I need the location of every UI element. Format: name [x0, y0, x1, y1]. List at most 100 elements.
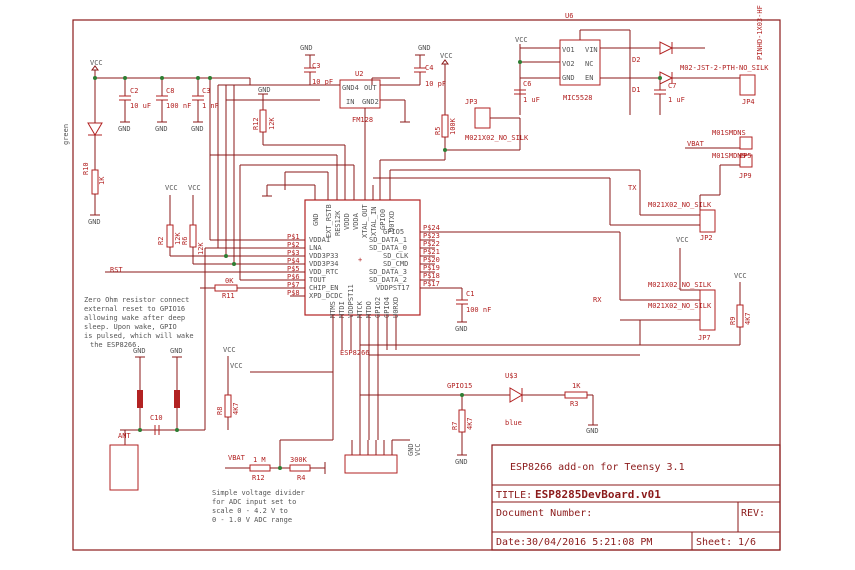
r9-value: 4K7 [744, 312, 752, 325]
u2-pin-out: OUT [364, 84, 377, 92]
r7-value: 4K7 [466, 417, 474, 430]
antenna-section: GND GND C10 ANT [109, 247, 218, 491]
pin-vddpst17: VDDPST17 [376, 284, 410, 292]
vcc-dashed: VCC [230, 362, 333, 373]
r12k-label: R12 [252, 117, 260, 130]
vcc-r2: VCC [165, 184, 178, 192]
r12-value: 1 M [253, 456, 266, 464]
green-label: green [62, 124, 70, 145]
rx-label: RX [593, 296, 602, 304]
capacitor-c2: C2 10 uF GND [118, 78, 151, 133]
pin-sd-data-1: SD_DATA_1 [369, 236, 407, 244]
vbat-divider: VBAT 1 M R12 300K R4 [225, 439, 333, 482]
doc-number-label: Document Number: [496, 508, 592, 519]
r2-value: 12K [174, 232, 182, 245]
jp9-label: JP9 [739, 172, 752, 180]
gnd-r3: GND [586, 427, 599, 435]
r2-label: R2 [157, 237, 165, 245]
u6-pin-vo1: VO1 [562, 46, 575, 54]
note-zero-ohm-3: allowing wake after deep [84, 314, 185, 322]
pnum-23: P$23 [423, 232, 440, 240]
pin-ext-rstb: EXT_RSTB [325, 204, 333, 238]
right-bus [360, 231, 641, 356]
gnd-c3b: GND [300, 44, 313, 52]
c2-value: 10 uF [130, 102, 151, 110]
pin-sd-data-3: SD_DATA_3 [369, 268, 407, 276]
sheet-value: 1/6 [738, 537, 756, 548]
gnd-r12k: GND [258, 86, 271, 94]
ic-left-pins: VDDA1 LNA VDD3P33 VDD3P34 VDD_RTC TOUT C… [287, 233, 343, 300]
capacitor-c4: GND C4 10 pF [414, 44, 446, 88]
pin-gpio0: GPIO0 [379, 209, 387, 230]
pin-vdda: VDDA [352, 212, 360, 230]
ant-label: ANT [118, 432, 131, 440]
gnd-c3: GND [191, 125, 204, 133]
gnd-r7: GND [455, 458, 468, 466]
vcc-rail-left: VCC [90, 59, 250, 79]
r11-label: R11 [222, 292, 235, 300]
r12k-value: 12K [268, 117, 276, 130]
jp7-label: JP7 [698, 334, 711, 342]
pin-res12k: RES12K [334, 210, 342, 236]
pnum-20: P$20 [423, 256, 440, 264]
capacitor-c3b: GND C3 10 pF [300, 44, 333, 86]
note-zero-ohm-6: the ESP8266. [90, 341, 141, 349]
tx-label: TX [628, 184, 637, 192]
gnd-ant-1: GND [133, 347, 146, 355]
jp2-label: JP2 [700, 234, 713, 242]
pnum-19: P$19 [423, 264, 440, 272]
gnd-c2: GND [118, 125, 131, 133]
c3b-value: 10 pF [312, 78, 333, 86]
ic-top-routing [210, 154, 641, 281]
sheet-frame [72, 19, 781, 551]
gnd-ant-2: GND [170, 347, 183, 355]
pnum-24: P$24 [423, 224, 440, 232]
jumper-jp3: JP3 M021X02_NO_SILK [445, 98, 529, 151]
pin-gpio5: GPIO5 [383, 228, 404, 236]
c7-value: 1 uF [668, 96, 685, 104]
capacitor-c3: C3 1 nF GND [191, 78, 219, 133]
blue-label: blue [505, 419, 522, 427]
led-green-column: R10 1K GND green [62, 78, 106, 226]
pin-gpio4: GPIO4 [383, 297, 391, 318]
c7-label: C7 [668, 82, 676, 90]
pin-sd-clk: SD_CLK [383, 252, 409, 260]
pin-lna: LNA [309, 244, 322, 252]
jp5-part: M01SMDNS [712, 129, 746, 137]
ic-top-pins: GND EXT_RSTB RES12K VDDD VDDA XTAL_OUT X… [312, 185, 396, 238]
vbat-label-1: VBAT [687, 140, 705, 148]
u6-pin-vo2: VO2 [562, 60, 575, 68]
date-value: 30/04/2016 5:21:08 PM [526, 537, 652, 548]
u2-pin-gnd2: GND2 [362, 98, 379, 106]
project-title: ESP8266 add-on for Teensy 3.1 [510, 462, 685, 473]
note-zero-ohm-1: Zero Ohm resistor connect [84, 296, 189, 304]
pin-vdda1: VDDA1 [309, 236, 330, 244]
r7-label: R7 [451, 422, 459, 430]
r8-label: R8 [216, 407, 224, 415]
pnum-4: P$4 [287, 257, 300, 265]
vcc-r5: VCC [440, 52, 453, 60]
pin-chip-en: CHIP_EN [309, 284, 339, 292]
pin-sd-cmd: SD_CMD [383, 260, 408, 268]
title-value: ESP8285DevBoard.v01 [535, 488, 661, 501]
pin-vdd3p33: VDD3P33 [309, 252, 339, 260]
pin-xpd-dcdc: XPD_DCDC [309, 292, 343, 300]
rev-label: REV: [741, 508, 765, 519]
jumper-jp9: M01SMDNS JP9 [712, 152, 753, 195]
resistor-r7: R7 4K7 GND [451, 395, 474, 466]
pin-u0txd: U0TXD [388, 211, 396, 232]
pin-vdd3p34: VDD3P34 [309, 260, 339, 268]
gnd-r10: GND [88, 218, 101, 226]
jp5-label: JP5 [739, 152, 752, 160]
jp3-label: JP3 [465, 98, 478, 106]
crystal-u2: U2 GND4 OUT IN GND2 FM128 [320, 70, 420, 200]
led-u3: U$3 GPIO15 blue 1K R3 GND [360, 372, 599, 435]
c4-label: C4 [425, 64, 433, 72]
vcc-r6: VCC [188, 184, 201, 192]
r11-value: 0K [225, 277, 234, 285]
note-divider-3: scale 0 - 4.2 V to [212, 507, 288, 515]
pnum-17: P$17 [423, 280, 440, 288]
jp3-part: M021X02_NO_SILK [465, 134, 529, 142]
vcc-r9: VCC [734, 272, 747, 280]
